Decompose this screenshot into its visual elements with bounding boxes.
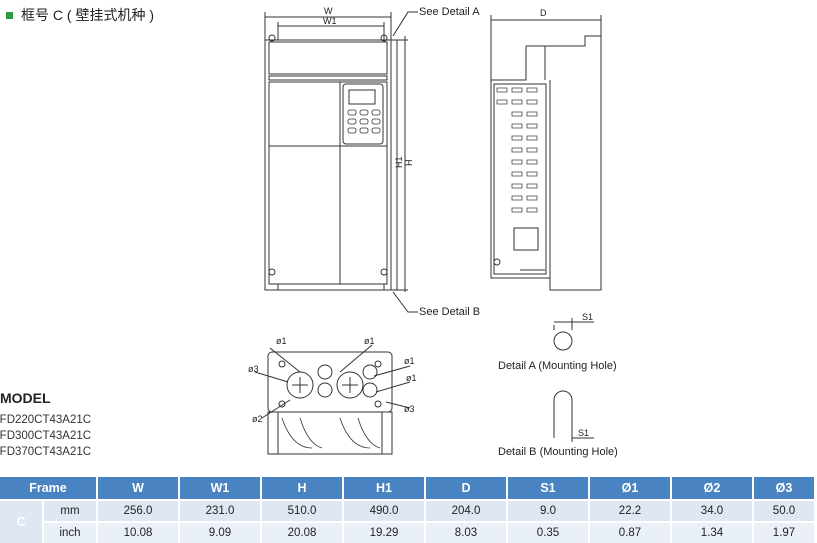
model-heading: MODEL <box>0 390 51 406</box>
phi1-label-a: ø1 <box>276 336 287 346</box>
phi2-label: ø2 <box>252 414 263 424</box>
detail-a-s1-label: S1 <box>582 312 593 322</box>
model-item: VFD220CT43A21C <box>0 414 92 426</box>
detail-a-caption: Detail A (Mounting Hole) <box>498 360 617 372</box>
table-cell: 19.29 <box>343 521 426 543</box>
phi3-label-a: ø3 <box>248 364 259 374</box>
table-header-row: Frame W W1 H H1 D S1 Ø1 Ø2 Ø3 <box>0 477 816 500</box>
front-view <box>264 11 418 313</box>
col-header-o1: Ø1 <box>589 477 672 500</box>
detail-b-s1-label: S1 <box>578 428 589 438</box>
table-cell: 50.0 <box>753 499 816 522</box>
table-cell: 9.09 <box>179 521 262 543</box>
dim-h1-label: H1 <box>394 156 404 168</box>
dim-w-label: W <box>324 6 333 16</box>
col-header-w1: W1 <box>179 477 262 500</box>
dim-h-label: H <box>404 160 414 167</box>
dim-d-label: D <box>540 8 547 18</box>
table-cell: 510.0 <box>261 499 344 522</box>
unit-cell: mm <box>43 499 98 522</box>
unit-cell: inch <box>43 521 98 543</box>
table-cell: 1.34 <box>671 521 754 543</box>
dim-w1-label: W1 <box>323 16 337 26</box>
detail-a-drawing <box>553 318 594 351</box>
table-row: inch 10.08 9.09 20.08 19.29 8.03 0.35 0.… <box>0 521 816 543</box>
col-header-o3: Ø3 <box>753 477 816 500</box>
detail-b-drawing <box>553 390 594 442</box>
dimension-table: Frame W W1 H H1 D S1 Ø1 Ø2 Ø3 C mm 256.0… <box>0 477 816 543</box>
col-header-h: H <box>261 477 344 500</box>
see-detail-b-label: See Detail B <box>419 306 481 318</box>
title-bullet-icon <box>6 11 13 19</box>
col-header-w: W <box>97 477 180 500</box>
table-cell: 490.0 <box>343 499 426 522</box>
phi3-label-b: ø3 <box>404 404 415 414</box>
col-header-d: D <box>425 477 508 500</box>
frame-cell: C <box>0 499 44 543</box>
table-cell: 10.08 <box>97 521 180 543</box>
col-header-o2: Ø2 <box>671 477 754 500</box>
table-cell: 9.0 <box>507 499 590 522</box>
model-item: VFD370CT43A21C <box>0 446 92 458</box>
side-view <box>490 15 602 291</box>
col-header-s1: S1 <box>507 477 590 500</box>
phi1-label-d: ø1 <box>406 373 417 383</box>
see-detail-a-label: See Detail A <box>419 6 480 18</box>
table-cell: 1.97 <box>753 521 816 543</box>
phi1-label-c: ø1 <box>404 356 415 366</box>
table-cell: 231.0 <box>179 499 262 522</box>
table-row: C mm 256.0 231.0 510.0 490.0 204.0 9.0 2… <box>0 499 816 543</box>
table-cell: 34.0 <box>671 499 754 522</box>
col-header-frame: Frame <box>0 477 98 500</box>
detail-b-caption: Detail B (Mounting Hole) <box>498 446 618 458</box>
bottom-view <box>254 344 411 455</box>
table-cell: 0.35 <box>507 521 590 543</box>
dimension-drawing: W W1 D H1 H S1 S1 ø1 ø1 ø1 ø1 ø3 ø3 ø2 <box>248 6 602 455</box>
table-cell: 0.87 <box>589 521 672 543</box>
table-cell: 22.2 <box>589 499 672 522</box>
phi1-label-b: ø1 <box>364 336 375 346</box>
title-text: 框号 C ( 壁挂式机种 ) <box>21 7 154 23</box>
table-cell: 204.0 <box>425 499 508 522</box>
model-item: VFD300CT43A21C <box>0 430 92 442</box>
page-title: 框号 C ( 壁挂式机种 ) <box>6 5 154 25</box>
col-header-h1: H1 <box>343 477 426 500</box>
table-cell: 20.08 <box>261 521 344 543</box>
table-cell: 8.03 <box>425 521 508 543</box>
table-cell: 256.0 <box>97 499 180 522</box>
